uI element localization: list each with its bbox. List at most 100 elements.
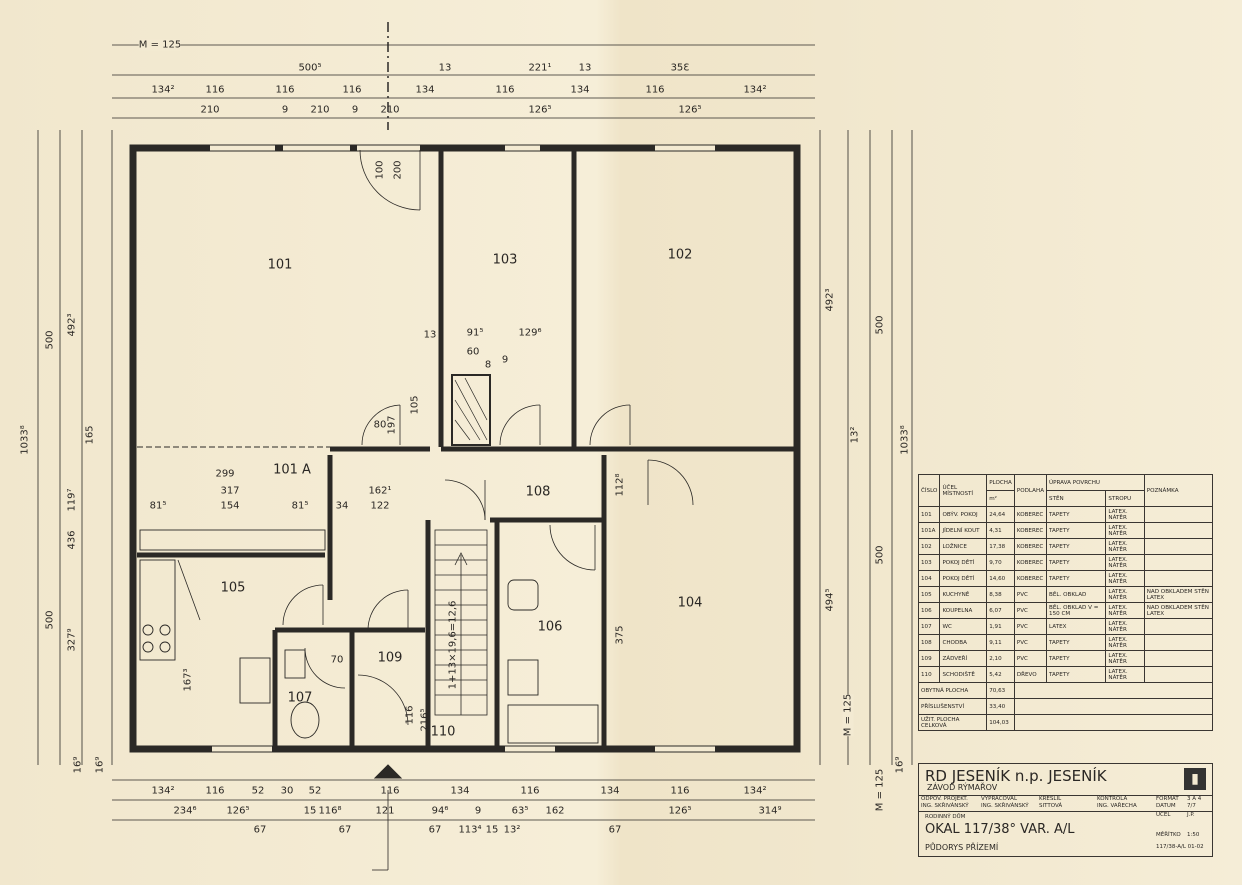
dimension-label: 81⁵ — [291, 500, 309, 512]
total-label: PŘÍSLUŠENSTVÍ — [917, 698, 988, 715]
cell-podlaha: KOBEREC — [1013, 538, 1048, 555]
dimension-label: 9 — [474, 805, 482, 817]
dimension-label: 500 — [874, 315, 886, 335]
dimension-label: 317 — [220, 485, 240, 497]
odp-projekt-label: ODPOV. PROJEKT. — [921, 796, 968, 802]
dimension-label: 492³ — [66, 313, 78, 337]
header-ucel: ÚČEL MÍSTNOSTÍ — [939, 474, 988, 507]
dimension-label: 122 — [370, 500, 390, 512]
kreslil-label: KRESLIL — [1039, 796, 1062, 802]
dimension-label: 116 — [670, 785, 690, 797]
cell-stropu: LATEX. NÁTĚR — [1105, 666, 1145, 683]
cell-podlaha: PVC — [1013, 602, 1048, 619]
module-label-right: M = 125 — [842, 693, 854, 737]
cell-plocha: 17,38 — [986, 538, 1015, 555]
cell-ucel: LOŽNICE — [939, 538, 988, 555]
dimension-label: 116 — [404, 705, 416, 725]
dimension-label: 116 — [275, 84, 295, 96]
cell-ucel: WC — [939, 618, 988, 635]
dimension-label: 221¹ — [528, 62, 552, 74]
cell-poznamka — [1143, 506, 1214, 523]
cell-sten: TAPETY — [1046, 666, 1107, 683]
cell-cislo: 103 — [917, 554, 941, 571]
fixtures — [139, 529, 599, 744]
cell-plocha: 1,91 — [986, 618, 1015, 635]
header-podlaha: PODLAHA — [1013, 474, 1048, 507]
cell-poznamka — [1143, 570, 1214, 587]
cell-podlaha: KOBEREC — [1013, 522, 1048, 539]
dimension-label: 70 — [330, 654, 344, 666]
dimension-label: 134² — [743, 84, 767, 96]
cell-cislo: 102 — [917, 538, 941, 555]
dimension-label: 16⁹ — [894, 756, 906, 774]
cell-poznamka: NAD OBKLADEM STĚN LATEX — [1143, 602, 1214, 619]
format: 3 A 4 — [1187, 796, 1202, 802]
sheet-name: PŮDORYS PŘÍZEMÍ — [925, 843, 999, 852]
dimension-label: 13 — [438, 62, 452, 74]
dimension-label: 13² — [503, 824, 521, 836]
dimension-label: 134² — [151, 84, 175, 96]
meritko-label: MĚŘÍTKO — [1156, 832, 1181, 838]
room-110-label: 110 — [430, 724, 456, 740]
header-sten: STĚN — [1046, 490, 1107, 507]
empty-cell — [1013, 714, 1214, 731]
cell-plocha: 9,70 — [986, 554, 1015, 571]
type-label: RODINNÝ DŮM — [925, 814, 966, 820]
dimension-label: 13 — [423, 329, 437, 341]
cell-sten: TAPETY — [1046, 634, 1107, 651]
room-104-label: 104 — [677, 595, 703, 611]
total-label: OBYTNÁ PLOCHA — [917, 682, 988, 699]
dimension-label: M = 125 — [874, 768, 886, 812]
cell-plocha: 24,64 — [986, 506, 1015, 523]
format-label: FORMAT — [1156, 796, 1179, 802]
dimension-label: 500 — [874, 545, 886, 565]
cell-poznamka — [1143, 634, 1214, 651]
cell-ucel: KOUPELNA — [939, 602, 988, 619]
room-107-label: 107 — [287, 690, 313, 706]
room-109-label: 109 — [377, 650, 403, 666]
dimension-label: 210 — [200, 104, 220, 116]
cell-poznamka — [1143, 522, 1214, 539]
dimension-label: 126⁵ — [668, 805, 692, 817]
entrance-marker — [373, 764, 403, 779]
project-name: OKAL 117/38° VAR. A/L — [925, 822, 1075, 837]
dimension-label: 80 — [373, 419, 387, 431]
cell-podlaha: KOBEREC — [1013, 554, 1048, 571]
dimension-label: 52 — [308, 785, 322, 797]
dimension-label: 52 — [251, 785, 265, 797]
dimension-label: 81⁵ — [149, 500, 167, 512]
odp-projekt: ING. SKŘIVÁNSKÝ — [921, 803, 969, 809]
title: RD JESENÍK n.p. JESENÍK — [925, 767, 1107, 785]
dimension-label: 500 — [44, 330, 56, 350]
cell-plocha: 4,31 — [986, 522, 1015, 539]
dimension-label: 436 — [66, 530, 78, 550]
cell-ucel: KUCHYNĚ — [939, 586, 988, 603]
header-plocha: PLOCHA — [986, 474, 1015, 491]
dimension-label: 121 — [375, 805, 395, 817]
chimney — [451, 374, 491, 446]
cell-cislo: 104 — [917, 570, 941, 587]
title-block: RD JESENÍK n.p. JESENÍK ZÁVOD RÝMAŘOV ▮ … — [918, 763, 1213, 857]
dimension-label: 500⁵ — [298, 62, 322, 74]
ucel-label: ÚČEL — [1156, 812, 1171, 818]
cell-podlaha: PVC — [1013, 586, 1048, 603]
cell-ucel: POKOJ DĚTÍ — [939, 570, 988, 587]
room-108-label: 108 — [525, 484, 551, 500]
dimension-label: 35Ɛ — [670, 62, 690, 74]
cell-plocha: 5,42 — [986, 666, 1015, 683]
dimension-label: 100 — [374, 160, 386, 180]
dimension-label: 129⁶ — [518, 327, 542, 339]
cell-podlaha: PVC — [1013, 650, 1048, 667]
cell-poznamka — [1143, 538, 1214, 555]
cell-sten: BĚL. OBKLAD — [1046, 586, 1107, 603]
dimension-label: 9 — [501, 354, 509, 366]
dimension-label: 1033⁸ — [19, 425, 31, 455]
room-105-label: 105 — [220, 580, 246, 596]
cell-sten: TAPETY — [1046, 538, 1107, 555]
subtitle: ZÁVOD RÝMAŘOV — [927, 783, 998, 792]
cell-cislo: 110 — [917, 666, 941, 683]
